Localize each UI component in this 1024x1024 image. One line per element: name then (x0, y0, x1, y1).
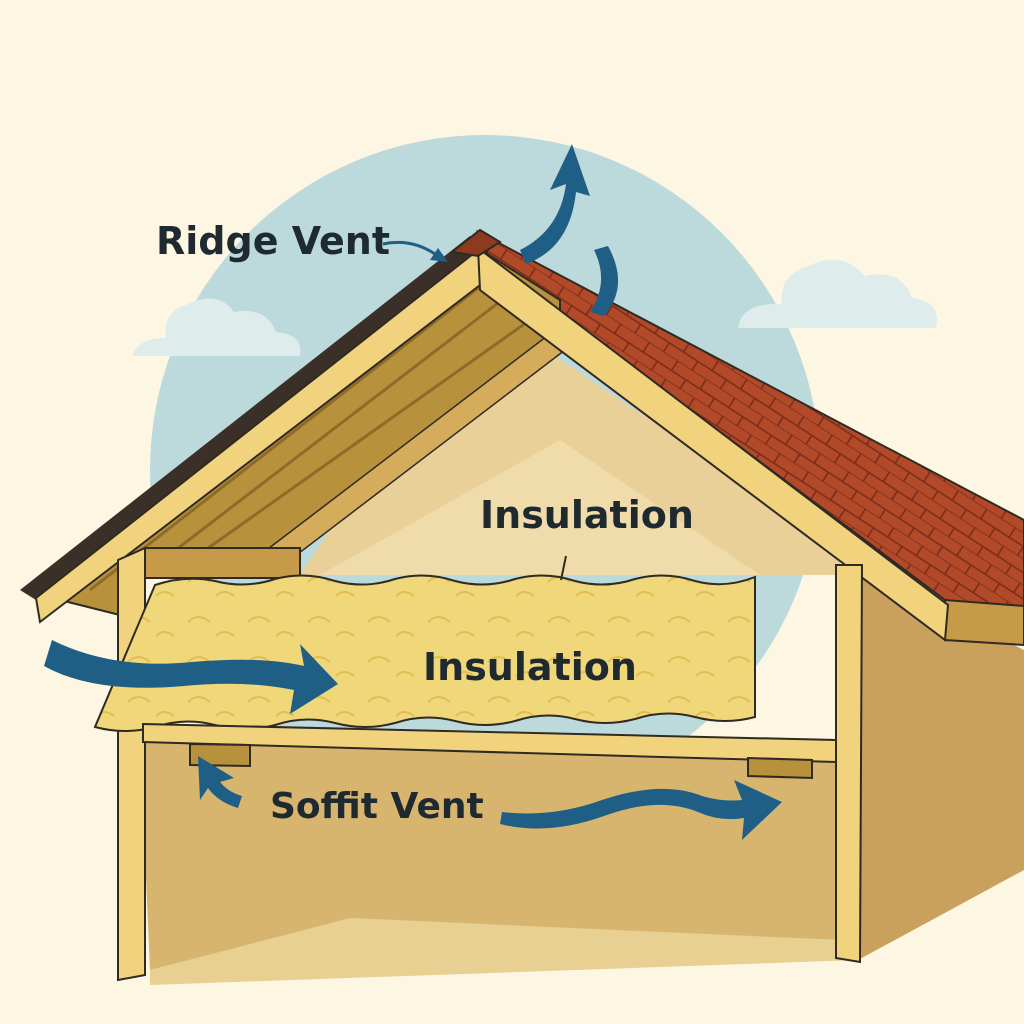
soffit-vent-block-right (747, 756, 813, 780)
right-wall-post (835, 564, 864, 964)
ceiling-joist (142, 722, 837, 764)
insulation-batt (93, 574, 756, 732)
floor (150, 918, 858, 985)
roof-left-edge (20, 236, 480, 600)
roof-eave-edge (944, 598, 1024, 647)
airflow-arrow-icon (590, 246, 619, 316)
leader-arrow-icon (382, 240, 448, 262)
insulation-top-label: Insulation (480, 493, 694, 537)
attic-gable-highlight (320, 440, 760, 575)
soffit-vent-label: Soffit Vent (270, 786, 484, 827)
airflow-arrow-icon (500, 780, 782, 840)
cloud-icon (112, 298, 301, 356)
ridge-cap (449, 228, 502, 258)
airflow-arrow-icon (44, 640, 338, 714)
airflow-arrow-icon (520, 144, 590, 264)
ridge-vent-label: Ridge Vent (156, 219, 390, 263)
right-fascia (476, 245, 950, 642)
insulation-leader-line (560, 555, 567, 581)
insulation-batt-label: Insulation (423, 645, 637, 689)
right-side-wall (858, 566, 1024, 960)
cloud-icon (718, 259, 937, 328)
airflow-arrow-icon (198, 756, 242, 808)
left-wall-post (117, 546, 146, 982)
left-top-plate (144, 547, 301, 579)
